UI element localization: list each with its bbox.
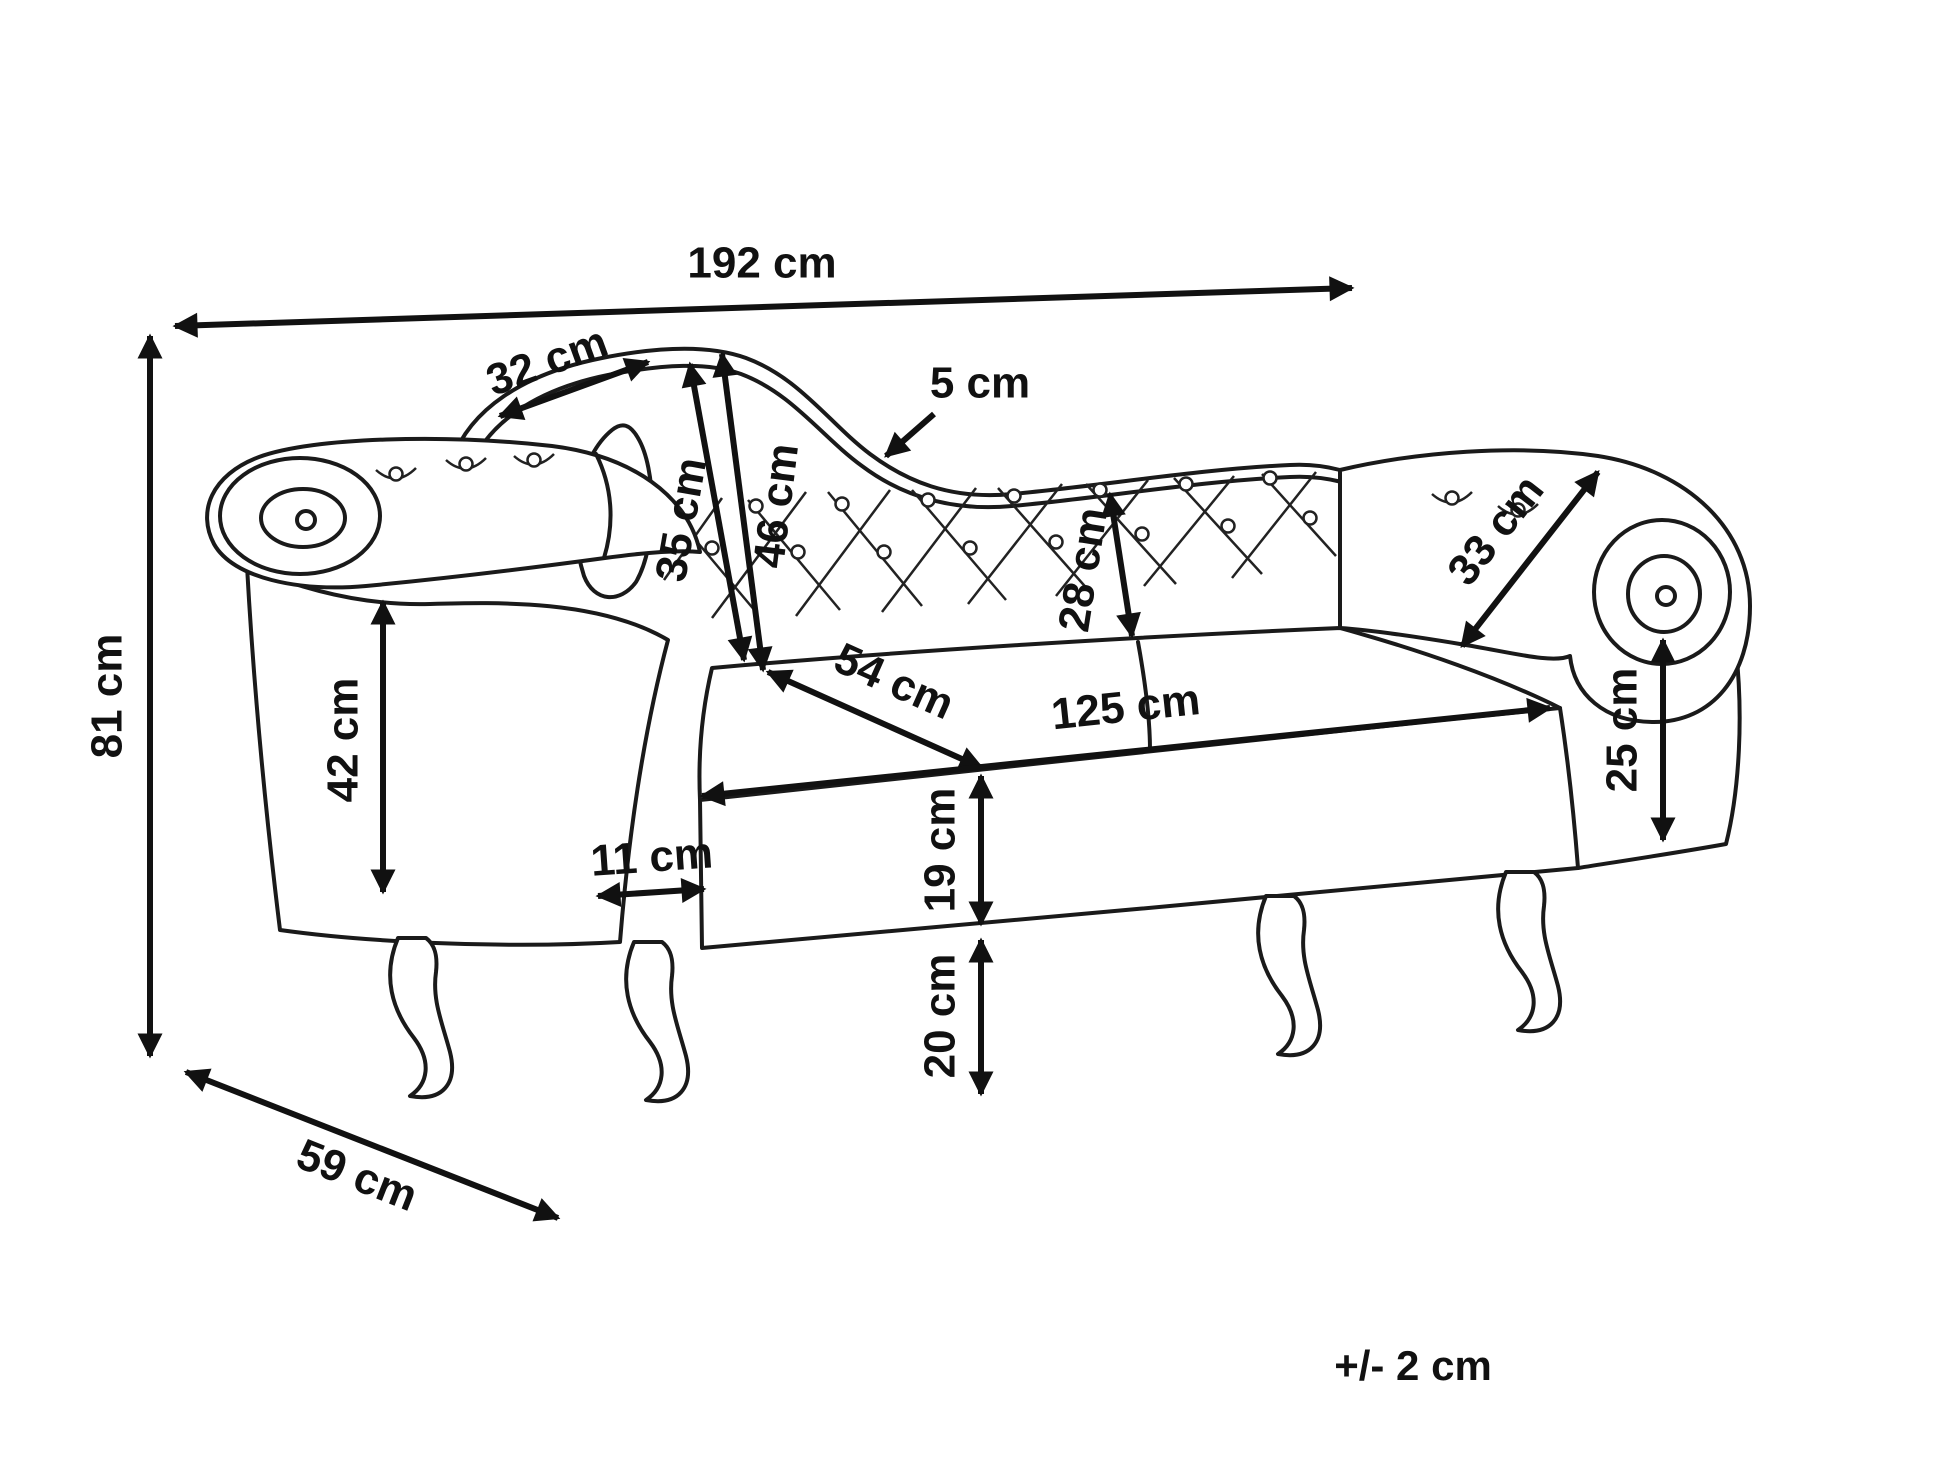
- dim-right-armrest-front-height-label: 25 cm: [1598, 668, 1647, 793]
- left-arm-scroll-inner: [259, 487, 347, 549]
- left-arm-scroll-center: [295, 509, 317, 531]
- left-armrest: [205, 436, 702, 590]
- tolerance-note: +/- 2 cm: [1334, 1342, 1492, 1389]
- dim-leg-height: 20 cm: [916, 937, 994, 1097]
- dim-backrest-thickness: 5 cm: [884, 359, 1030, 459]
- dim-armrest-front-width-label: 11 cm: [589, 828, 714, 885]
- rear-right-leg: [1496, 870, 1563, 1034]
- dim-leg-height-label: 20 cm: [916, 954, 965, 1079]
- right-arm-scroll-inner: [1626, 554, 1702, 634]
- dim-overall-depth: 59 cm: [183, 1068, 561, 1222]
- right-arm-scroll-center: [1655, 585, 1677, 607]
- left-arm-side-panel: [245, 564, 670, 947]
- front-right-leg: [1256, 894, 1323, 1058]
- dim-seat-frame-height: 19 cm: [916, 773, 994, 927]
- dim-overall-length-label: 192 cm: [687, 239, 836, 288]
- front-middle-leg: [624, 940, 691, 1104]
- dim-left-armrest-height-label: 42 cm: [319, 678, 368, 803]
- front-left-leg: [388, 936, 455, 1100]
- left-arm-scroll-outer: [218, 456, 382, 576]
- dim-right-armrest-front-height: 25 cm: [1598, 637, 1676, 843]
- dim-overall-height-label: 81 cm: [83, 634, 132, 759]
- dim-backrest-thickness-label: 5 cm: [930, 359, 1030, 408]
- base-right-face: [1576, 648, 1742, 870]
- dim-overall-height: 81 cm: [83, 333, 163, 1059]
- dim-overall-depth-label: 59 cm: [290, 1130, 424, 1221]
- dim-armrest-front-width: 11 cm: [589, 828, 715, 907]
- dim-seat-frame-height-label: 19 cm: [916, 788, 965, 913]
- dim-overall-length: 192 cm: [172, 239, 1355, 338]
- dim-backrest-low-height-label: 28 cm: [1049, 504, 1117, 635]
- dim-cushion-height-label: 35 cm: [646, 454, 716, 585]
- dim-backrest-top-edge: 32 cm: [480, 317, 651, 421]
- dim-left-armrest-height: 42 cm: [319, 599, 396, 895]
